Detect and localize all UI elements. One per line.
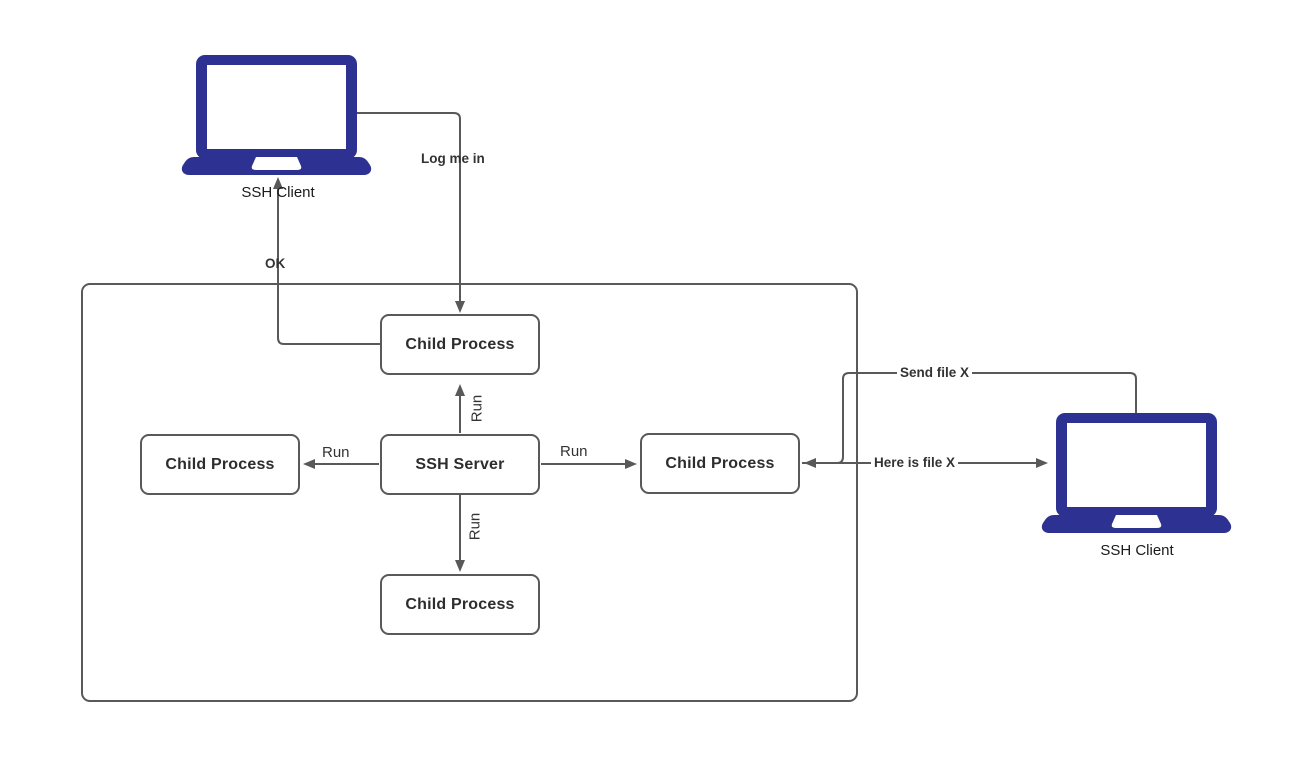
laptop-ssh-client-left <box>180 55 373 176</box>
edge-label-run-down: Run <box>466 512 484 541</box>
laptop-ssh-client-right <box>1040 413 1233 534</box>
edge-label-run-right: Run <box>560 443 588 460</box>
edge-label-send-file: Send file X <box>897 365 973 380</box>
edge-run-up <box>455 384 465 433</box>
arrowhead-up-icon <box>455 384 465 396</box>
server-boundary-frame <box>81 283 858 702</box>
node-ssh-server: SSH Server <box>380 434 540 495</box>
edge-label-here-is-file: Here is file X <box>871 455 959 470</box>
edge-run-down <box>455 495 465 572</box>
laptop-label-ssh-client-left: SSH Client <box>241 184 315 201</box>
arrowhead-right-icon <box>625 459 637 469</box>
edge-run-left <box>303 459 379 469</box>
edge-label-ok: OK <box>265 256 286 271</box>
arrowhead-left-icon <box>303 459 315 469</box>
node-child-process-bottom: Child Process <box>380 574 540 635</box>
arrowhead-down-icon <box>455 301 465 313</box>
laptop-label-ssh-client-right: SSH Client <box>1100 542 1174 559</box>
edge-ok <box>273 177 380 345</box>
edge-log-me-in <box>357 112 465 313</box>
laptop-icon <box>181 55 372 175</box>
node-child-process-top: Child Process <box>380 314 540 375</box>
laptop-icon <box>1041 413 1232 533</box>
arrowhead-right-icon <box>1036 458 1048 468</box>
arrowhead-down-icon <box>455 560 465 572</box>
edge-label-log-me-in: Log me in <box>421 151 485 166</box>
edge-label-run-left: Run <box>322 444 350 461</box>
edge-label-run-up: Run <box>468 394 486 423</box>
arrowhead-up-icon <box>273 177 283 189</box>
node-child-process-left: Child Process <box>140 434 300 495</box>
edge-run-right <box>541 459 637 469</box>
node-child-process-right: Child Process <box>640 433 800 494</box>
